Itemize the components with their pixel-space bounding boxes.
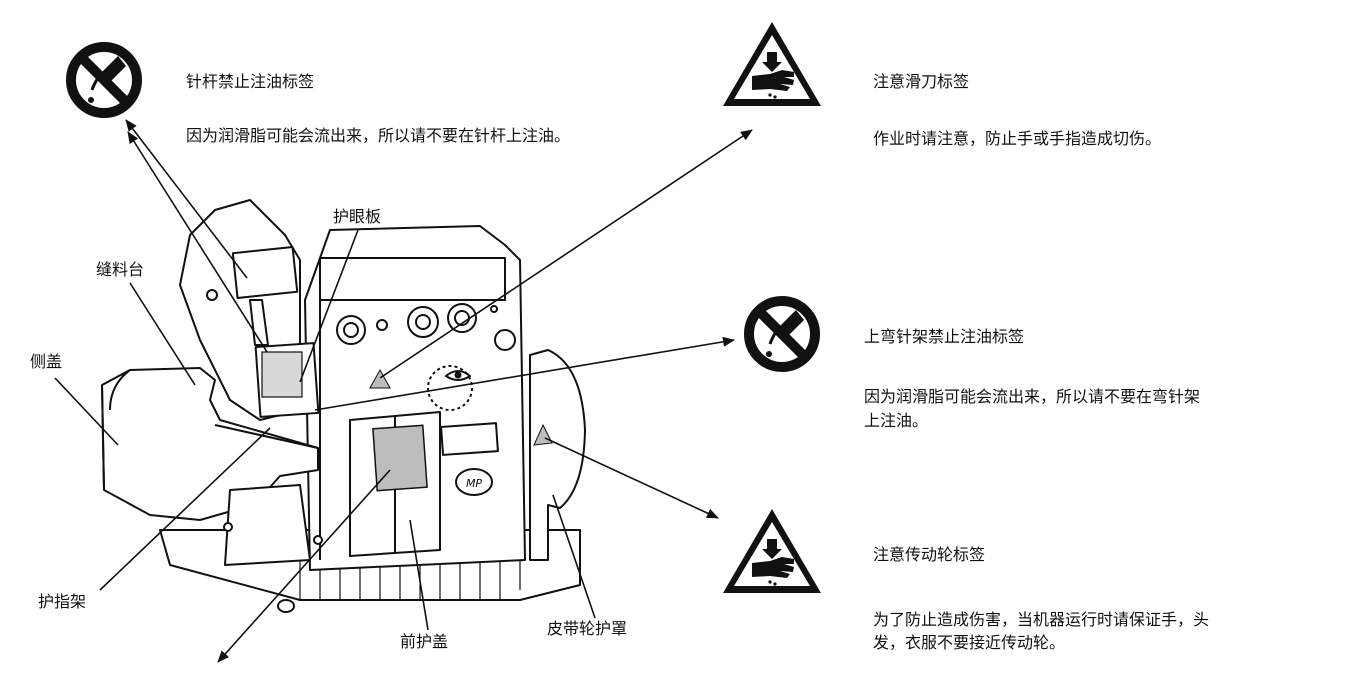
needle-bar-no-oil-title: 针杆禁止注油标签 [186,72,315,91]
sewing-table-label: 缝料台 [96,260,145,279]
pulley-caution-desc-line2: 发，衣服不要接近传动轮。 [873,633,1066,652]
upper-looper-no-oil-title: 上弯针架禁止注油标签 [864,327,1025,346]
hand-caution-icon [723,22,821,106]
needle-bar-no-oil-desc: 因为润滑脂可能会流出来，所以请不要在针杆上注油。 [186,126,571,145]
finger-guard-label: 护指架 [38,592,87,611]
leader-lines [54,119,753,663]
eye-guard-label: 护眼板 [333,207,382,226]
pulley-caution-desc-line1: 为了防止造成伤害，当机器运行时请保证手，头 [873,610,1210,629]
no-oil-icon [71,47,137,113]
slide-blade-label-patch [369,368,391,389]
pulley-caution-title: 注意传动轮标签 [873,545,986,564]
slide-blade-caution-desc: 作业时请注意，防止手或手指造成切伤。 [873,129,1162,148]
side-cover-label: 侧盖 [30,352,63,371]
hand-caution-icon [723,509,821,593]
eye-guard-part [261,351,303,398]
sewing-machine: MP [101,199,586,613]
front-cover-label: 前护盖 [400,632,449,651]
belt-pulley-guard-label: 皮带轮护罩 [547,619,628,638]
slide-blade-caution-title: 注意滑刀标签 [873,72,970,91]
upper-looper-no-oil-desc-line1: 因为润滑脂可能会流出来，所以请不要在弯针架 [864,387,1201,406]
no-oil-icon [749,301,815,367]
upper-looper-no-oil-desc-line2: 上注油。 [864,411,929,430]
brand-logo: MP [466,477,482,490]
